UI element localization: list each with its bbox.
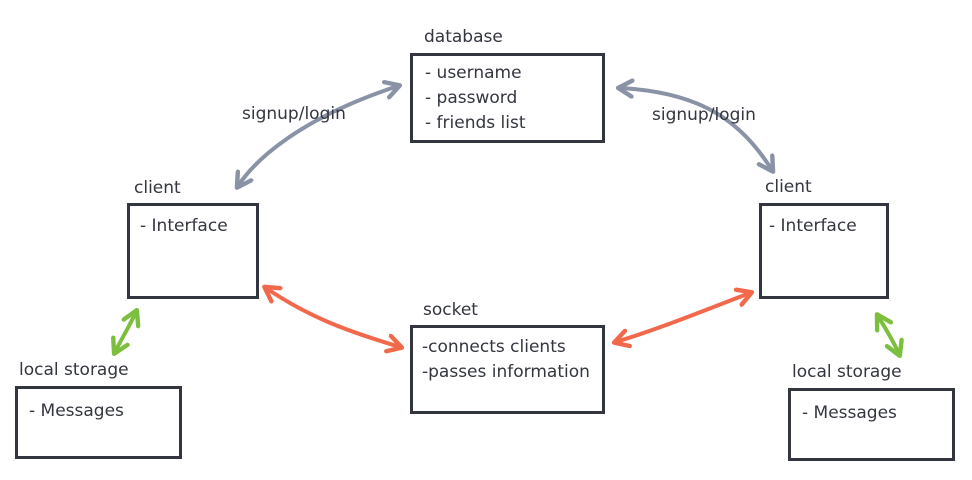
- storage-left-title: local storage: [19, 360, 129, 380]
- socket-arrow-left: [266, 288, 400, 347]
- socket-arrow-right: [616, 293, 750, 342]
- client-left-box: - Interface: [127, 203, 259, 299]
- socket-box: -connects clients -passes information: [410, 325, 605, 414]
- storage-left-box: - Messages: [15, 386, 182, 459]
- signup-login-label-left: signup/login: [242, 104, 346, 124]
- database-field-friends-list: - friends list: [425, 113, 526, 133]
- socket-title: socket: [423, 300, 478, 320]
- client-right-box: - Interface: [759, 203, 889, 299]
- database-field-username: - username: [425, 63, 522, 83]
- storage-arrow-left: [115, 312, 136, 352]
- storage-right-messages: - Messages: [802, 403, 897, 423]
- client-right-title: client: [765, 177, 812, 197]
- storage-arrow-right: [878, 316, 899, 354]
- client-left-interface: - Interface: [140, 216, 228, 236]
- signup-login-label-right: signup/login: [652, 105, 756, 125]
- storage-left-messages: - Messages: [29, 401, 124, 421]
- signup-arrow-left: [238, 86, 398, 186]
- database-title: database: [424, 27, 503, 47]
- client-right-interface: - Interface: [769, 216, 857, 236]
- database-field-password: - password: [425, 88, 518, 108]
- storage-right-title: local storage: [792, 362, 902, 382]
- signup-arrow-right: [620, 88, 772, 170]
- socket-line-passes: -passes information: [422, 362, 590, 382]
- database-box: - username - password - friends list: [410, 53, 605, 143]
- socket-line-connects: -connects clients: [422, 337, 566, 357]
- client-left-title: client: [134, 178, 181, 198]
- storage-right-box: - Messages: [788, 388, 955, 461]
